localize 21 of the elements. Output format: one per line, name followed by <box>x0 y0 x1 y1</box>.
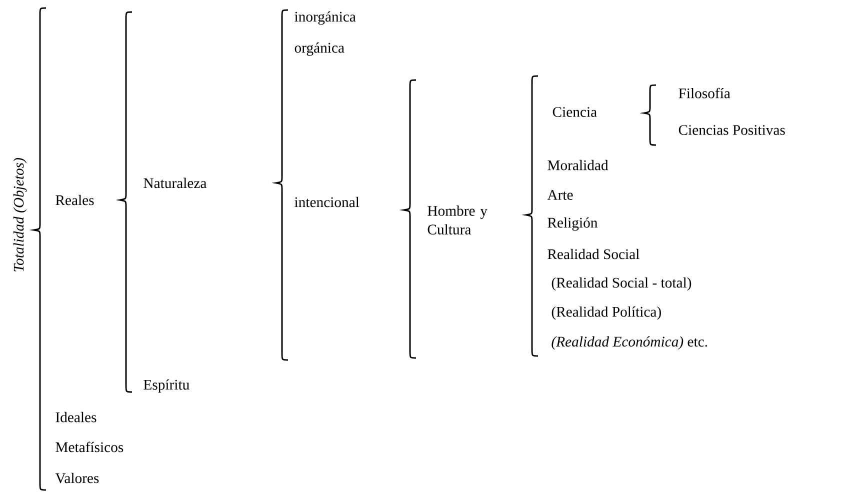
label: Totalidad (Objetos) <box>13 158 27 272</box>
label: Espíritu <box>144 379 190 393</box>
label: Valores <box>55 472 99 484</box>
label: intencional <box>294 196 360 208</box>
label: inorgánica <box>294 11 356 25</box>
label: Hombre y Cultura <box>428 206 488 234</box>
label: (Realidad Económica) etc. <box>552 336 708 350</box>
label: Reales <box>56 194 94 206</box>
label: orgánica <box>294 42 344 56</box>
label: Filosofía <box>678 88 730 98</box>
label: Realidad Social <box>548 248 640 260</box>
label: (Realidad Social - total) <box>552 277 692 291</box>
label: Ciencia <box>552 107 597 117</box>
label: Naturaleza <box>144 178 207 188</box>
label: Moralidad <box>548 160 608 170</box>
label: Arte <box>547 190 573 200</box>
label: Ideales <box>56 412 96 422</box>
label: Ciencias Positivas <box>678 125 785 135</box>
label: Metafísicos <box>56 442 124 452</box>
label: Religión <box>548 217 598 231</box>
label: (Realidad Política) <box>552 306 661 320</box>
